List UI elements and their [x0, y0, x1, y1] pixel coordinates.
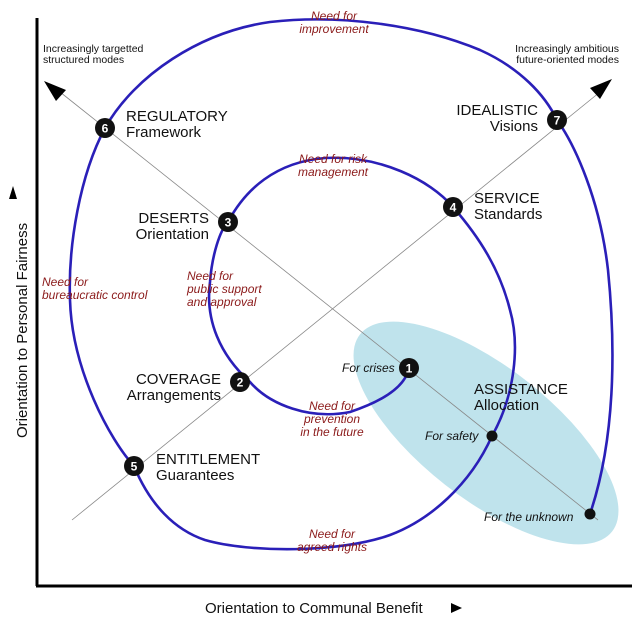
arrow-head-upleft — [44, 81, 66, 101]
node-6[interactable]: 6 — [95, 118, 115, 138]
node-1-number: 1 — [406, 362, 413, 376]
node-7-number: 7 — [554, 114, 561, 128]
node-5-number: 5 — [131, 460, 138, 474]
assistance-ellipse — [353, 321, 619, 545]
x-axis-arrow-icon — [451, 603, 462, 613]
diagonal-future-line — [71, 91, 601, 521]
node-7[interactable]: 7 — [547, 110, 567, 130]
point-label-safety: For safety — [425, 429, 479, 443]
x-axis-label: Orientation to Communal Benefit — [205, 600, 423, 617]
point-label-unknown: For the unknown — [484, 510, 574, 524]
node-4[interactable]: 4 — [443, 197, 463, 217]
node-5[interactable]: 5 — [124, 456, 144, 476]
node-2[interactable]: 2 — [230, 372, 250, 392]
node-3[interactable]: 3 — [218, 212, 238, 232]
arrow-head-upright — [590, 79, 612, 99]
node-2-number: 2 — [237, 376, 244, 390]
node-6-number: 6 — [102, 122, 109, 136]
spiral-path — [68, 18, 614, 551]
point-safety-marker — [486, 430, 498, 442]
diagonal-targeted-line — [59, 91, 599, 521]
point-unknown-marker — [584, 508, 596, 520]
node-4-number: 4 — [450, 201, 457, 215]
node-3-number: 3 — [225, 216, 232, 230]
point-label-crises: For crises — [342, 361, 395, 375]
node-1[interactable]: 1 — [399, 358, 419, 378]
y-axis-arrow-icon — [9, 186, 17, 199]
y-axis-label: Orientation to Personal Fairness — [14, 222, 31, 438]
